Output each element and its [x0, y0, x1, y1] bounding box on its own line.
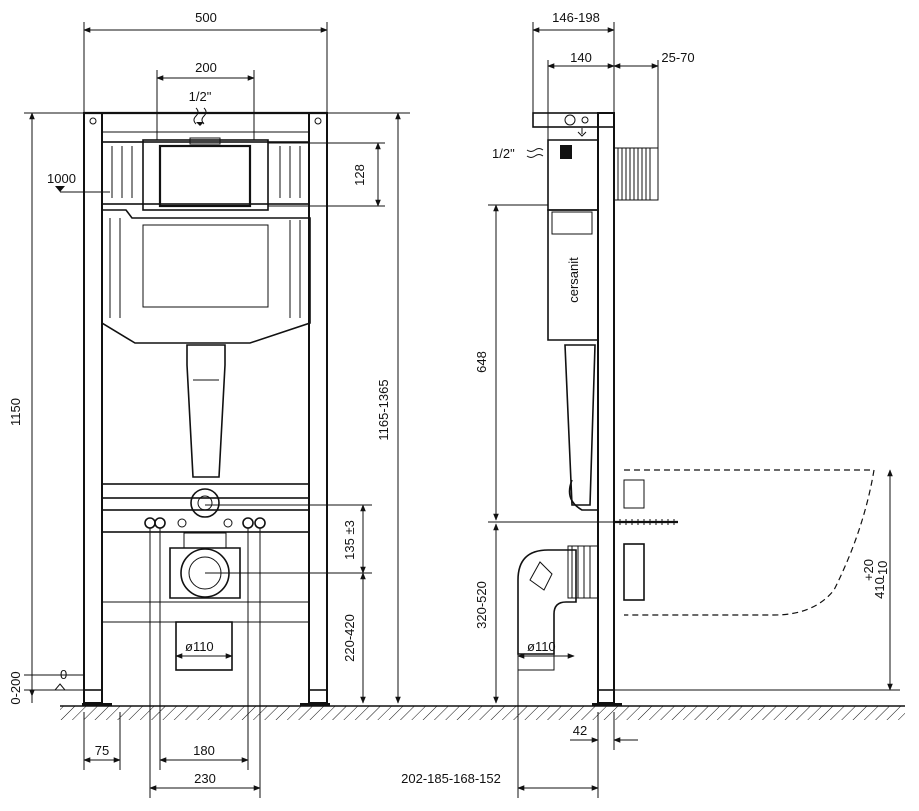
wc-height-label: 410	[872, 577, 887, 599]
floor	[60, 705, 905, 720]
drain-pipe	[175, 621, 233, 671]
brand-label: cersanit	[566, 257, 581, 303]
side-outlet-height-label: 320-520	[474, 581, 489, 629]
cistern-body	[101, 209, 311, 344]
side-water-inlet-icon	[526, 148, 544, 158]
top-bracket	[532, 112, 615, 128]
right-rail	[308, 112, 328, 704]
inlet-width-label: 200	[195, 60, 217, 75]
side-view: cersanit 1/2" 146-198	[401, 10, 900, 798]
wc-tolerance-upper: +20	[861, 559, 876, 581]
cistern-side: cersanit	[547, 139, 599, 511]
bottom-distances-label: 202-185-168-152	[401, 771, 501, 786]
zero-label: 0	[60, 667, 67, 682]
side-level-label: 1000	[47, 171, 76, 186]
tank-height-label: 128	[352, 164, 367, 186]
flush-panel-opening	[142, 139, 269, 211]
depth-total-label: 146-198	[552, 10, 600, 25]
total-height-label: 1150	[8, 398, 23, 426]
wc-bowl-outline	[624, 469, 875, 616]
bolt-spacing-label: 180	[193, 743, 215, 758]
adjustable-height-label: 1165-1365	[376, 379, 391, 440]
bolt-outer-label: 230	[194, 771, 216, 786]
flush-pipe	[186, 344, 226, 478]
foot-offset-label: 75	[95, 743, 109, 758]
side-pipe-diameter-label: ø110	[527, 639, 556, 654]
side-inlet-thread-label: 1/2"	[492, 146, 515, 161]
cistern-top	[101, 137, 310, 211]
side-rail	[597, 112, 615, 704]
flush-plate	[158, 144, 252, 208]
front-view: 500 200 1/2" 128 1000 1150 1165-1365 135…	[8, 10, 410, 798]
water-inlet-icon	[193, 107, 207, 125]
wall-depth-label: 25-70	[661, 50, 694, 65]
mount-spacing-label: 135 ±3	[342, 520, 357, 560]
feet	[82, 689, 330, 706]
outlet-height-label: 220-420	[342, 614, 357, 662]
cross-bar	[101, 483, 310, 533]
foot-depth-label: 42	[573, 723, 587, 738]
left-rail	[83, 112, 103, 704]
wc-tolerance-lower: -10	[875, 561, 890, 580]
side-height-label: 648	[474, 351, 489, 373]
foot-height-label: 0-200	[8, 671, 23, 704]
inlet-thread-label: 1/2"	[189, 89, 212, 104]
depth-label: 140	[570, 50, 592, 65]
wall-anchor	[613, 147, 659, 201]
width-label: 500	[195, 10, 217, 25]
front-pipe-diameter-label: ø110	[185, 639, 214, 654]
